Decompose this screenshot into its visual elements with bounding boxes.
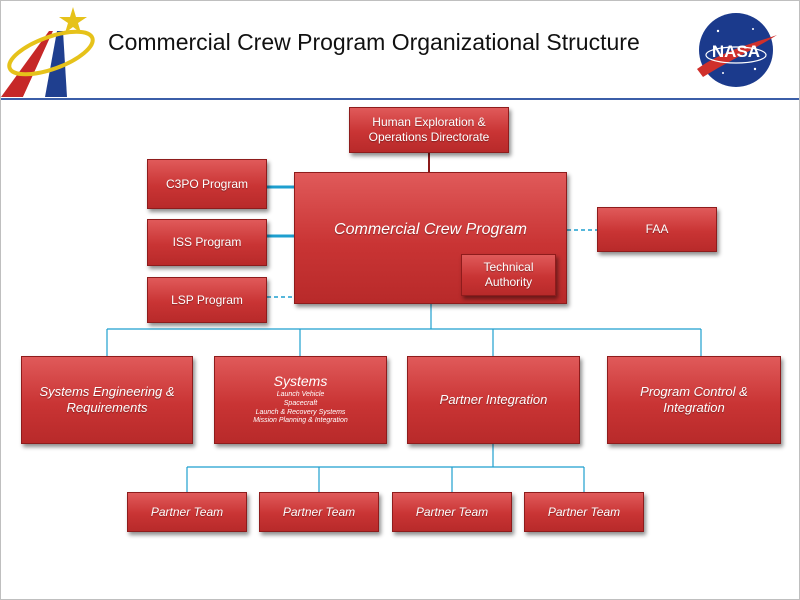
faa-box: FAA bbox=[597, 207, 717, 252]
systems-sub-item: Launch Vehicle bbox=[276, 391, 325, 399]
systems-sub-item: Launch & Recovery Systems bbox=[255, 408, 346, 416]
division-label: Systems bbox=[273, 372, 328, 389]
technical-authority-box: Technical Authority bbox=[461, 254, 556, 296]
hq-directorate-label: Human Exploration & Operations Directora… bbox=[368, 115, 490, 144]
hq-directorate-box: Human Exploration & Operations Directora… bbox=[349, 107, 509, 153]
page-title: Commercial Crew Program Organizational S… bbox=[108, 29, 640, 55]
partner-team-label: Partner Team bbox=[415, 504, 489, 519]
c3po-program-box: C3PO Program bbox=[147, 159, 267, 209]
division-label: Systems Engineering & Requirements bbox=[39, 383, 175, 415]
partner-team-label: Partner Team bbox=[282, 504, 356, 519]
nasa-logo: NASA bbox=[697, 13, 777, 87]
iss-program-label: ISS Program bbox=[172, 235, 242, 249]
commercial-crew-logo bbox=[1, 7, 95, 97]
c3po-program-label: C3PO Program bbox=[165, 176, 249, 191]
division-partner-integration: Partner Integration bbox=[407, 356, 580, 444]
systems-sub-item: Spacecraft bbox=[283, 399, 318, 407]
lsp-program-box: LSP Program bbox=[147, 277, 267, 323]
division-label: Partner Integration bbox=[439, 391, 548, 407]
lsp-program-label: LSP Program bbox=[171, 292, 243, 307]
nasa-logo-text: NASA bbox=[712, 42, 760, 61]
partner-team-label: Partner Team bbox=[150, 504, 224, 519]
faa-label: FAA bbox=[645, 222, 669, 236]
division-program-control: Program Control & Integration bbox=[607, 356, 781, 444]
partner-team-box: Partner Team bbox=[392, 492, 512, 532]
technical-authority-label: Technical Authority bbox=[483, 260, 534, 289]
partner-team-label: Partner Team bbox=[547, 504, 621, 519]
header-divider bbox=[1, 98, 799, 100]
division-systems: Systems Launch Vehicle Spacecraft Launch… bbox=[214, 356, 387, 444]
iss-program-box: ISS Program bbox=[147, 219, 267, 266]
commercial-crew-program-label: Commercial Crew Program bbox=[334, 221, 527, 238]
partner-team-box: Partner Team bbox=[127, 492, 247, 532]
division-label: Program Control & Integration bbox=[640, 383, 748, 415]
partner-team-box: Partner Team bbox=[259, 492, 379, 532]
systems-sub-item: Mission Planning & Integration bbox=[253, 417, 348, 425]
division-systems-engineering: Systems Engineering & Requirements bbox=[21, 356, 193, 444]
partner-team-box: Partner Team bbox=[524, 492, 644, 532]
